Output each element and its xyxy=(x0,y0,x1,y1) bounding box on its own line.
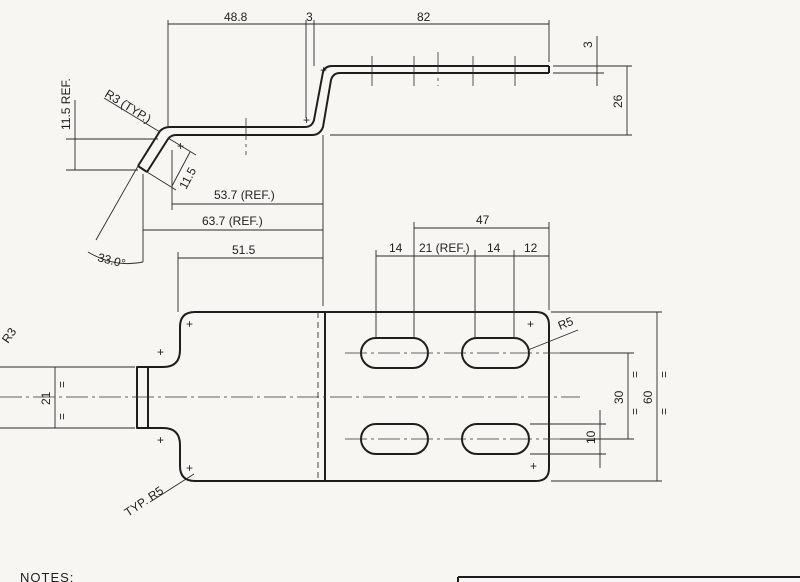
flange-ext-1 xyxy=(167,137,197,156)
plus-mark: + xyxy=(157,433,164,447)
typ-r5-leader xyxy=(149,473,195,503)
dim-30: 30 xyxy=(612,390,626,404)
flange-ext-2 xyxy=(146,171,177,191)
dim-flange-11-5: 11.5 xyxy=(176,165,199,192)
dim-slot-12: 12 xyxy=(524,241,538,255)
dim-82: 82 xyxy=(417,10,431,24)
r3-left-label: R3 xyxy=(0,325,19,346)
plan-outline xyxy=(136,311,550,482)
plus-mark: + xyxy=(527,317,534,331)
dim-51-5: 51.5 xyxy=(232,243,256,257)
eq-21-b: = xyxy=(55,413,69,420)
dim-53-7-ref: 53.7 (REF.) xyxy=(214,188,275,202)
dim-3-right: 3 xyxy=(581,41,595,48)
side-profile-outer xyxy=(137,65,549,167)
eq-60-a: = xyxy=(657,371,671,378)
typ-r5-label: TYP. R5 xyxy=(122,483,166,519)
dim-11-5-ref: 11.5 REF. xyxy=(59,78,73,130)
bend-plus-mark: + xyxy=(303,113,310,127)
plus-mark: + xyxy=(186,461,193,475)
dim-60: 60 xyxy=(641,390,655,404)
plus-mark: + xyxy=(157,345,164,359)
r3-typ-leader xyxy=(103,97,161,133)
dim-47: 47 xyxy=(476,213,490,227)
dim-26: 26 xyxy=(611,94,625,108)
r5-label: R5 xyxy=(556,314,576,333)
dim-3-top: 3 xyxy=(306,10,313,24)
dim-slot-14-a: 14 xyxy=(389,241,403,255)
dim-slot-21-ref: 21 (REF.) xyxy=(419,241,470,255)
eq-30-a: = xyxy=(628,371,642,378)
side-view: + + + 48.8 3 82 3 26 11.5 REF. R3 (TYP.) xyxy=(59,10,632,306)
plus-mark: + xyxy=(186,317,193,331)
r3-typ-label: R3 (TYP.) xyxy=(102,87,153,126)
dim-21: 21 xyxy=(39,391,53,405)
flange-dim-line xyxy=(171,151,191,187)
side-profile-inner xyxy=(146,72,549,173)
dim-angle-33: 33.0° xyxy=(96,250,127,270)
dim-48-8: 48.8 xyxy=(224,10,248,24)
eq-60-b: = xyxy=(657,408,671,415)
dim-10: 10 xyxy=(584,430,598,444)
side-profile-flange-end xyxy=(137,165,148,173)
r5-leader xyxy=(527,329,579,351)
dim-slot-14-b: 14 xyxy=(487,241,501,255)
plus-mark: + xyxy=(530,459,537,473)
bend-plus-mark-3: + xyxy=(320,63,327,77)
angle-arc xyxy=(87,251,144,265)
eq-30-b: = xyxy=(628,408,642,415)
eq-21-a: = xyxy=(55,381,69,388)
notes-label: NOTES: xyxy=(20,570,74,582)
dim-63-7-ref: 63.7 (REF.) xyxy=(202,214,263,228)
angle-ext-line xyxy=(95,165,139,241)
